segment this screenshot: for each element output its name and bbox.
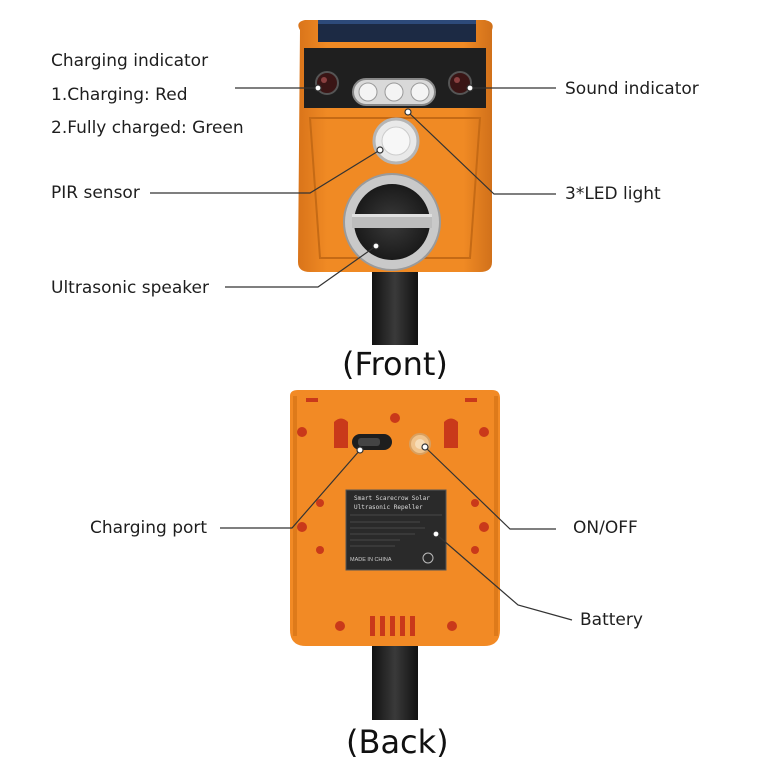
solar-panel xyxy=(318,20,476,42)
back-caption: (Back) xyxy=(346,723,449,761)
pir-sensor-line xyxy=(150,149,381,194)
vent-slots xyxy=(370,616,415,636)
front-leader-lines xyxy=(150,87,556,288)
sound-indicator-label: Sound indicator xyxy=(565,79,699,99)
charging-port-label: Charging port xyxy=(90,518,208,538)
back-pole xyxy=(372,640,418,720)
front-pole xyxy=(372,265,418,345)
ultrasonic-speaker-label: Ultrasonic speaker xyxy=(51,278,209,298)
battery-line xyxy=(435,533,573,621)
sound-indicator-led xyxy=(448,71,472,95)
back-device xyxy=(290,390,500,720)
ultrasonic-speaker-line xyxy=(225,245,377,288)
on-off-label: ON/OFF xyxy=(573,518,638,538)
battery-label: Battery xyxy=(580,610,643,630)
led-light-label: 3*LED light xyxy=(565,184,661,204)
back-leader-lines xyxy=(220,446,573,621)
battery-label-plate xyxy=(346,490,446,570)
charging-red-note: 1.Charging: Red xyxy=(51,85,188,105)
plate-made-in: MADE IN CHINA xyxy=(350,557,392,563)
plate-title-line2: Ultrasonic Repeller xyxy=(354,504,423,511)
led-light-line xyxy=(407,111,556,195)
plate-title-line1: Smart Scarecrow Solar xyxy=(354,495,430,502)
on-off-line xyxy=(424,446,556,530)
charging-port-line xyxy=(220,449,361,529)
charging-indicator-title: Charging indicator xyxy=(51,51,209,71)
front-caption: (Front) xyxy=(342,345,448,383)
charging-green-note: 2.Fully charged: Green xyxy=(51,118,244,138)
pir-sensor-label: PIR sensor xyxy=(51,183,140,203)
front-device xyxy=(298,20,493,345)
